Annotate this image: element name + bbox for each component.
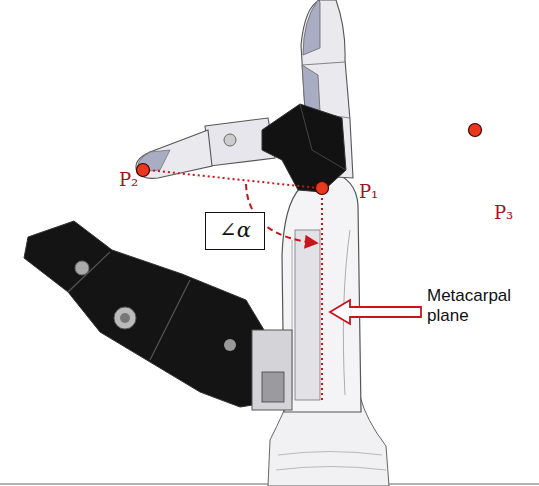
index-proximal-phalanx: [262, 104, 346, 192]
dotted-line: [321, 193, 323, 400]
point-label: P₂: [119, 170, 138, 190]
palm-mechanism: [295, 230, 320, 400]
thumb-joint-pin: [224, 339, 236, 351]
finger-shading: [302, 0, 320, 112]
point-marker: [469, 124, 482, 137]
pointer-arrow: [330, 300, 421, 324]
point-label: P₁: [359, 182, 378, 202]
index-distal-phalanx: [136, 130, 212, 178]
dotted-line: [148, 170, 318, 188]
thumb-base-mechanism: [252, 330, 292, 410]
angle-box: ∠α: [205, 212, 265, 250]
palm-housing: [282, 172, 361, 412]
wrist-contour: [276, 452, 386, 471]
point-label: P₃: [494, 203, 513, 223]
thumb-motor: [262, 372, 284, 402]
joint-pin: [224, 134, 236, 146]
phalanx-edge: [300, 104, 346, 170]
thumb-joint: [114, 307, 136, 329]
plane-label: Metacarpal plane: [427, 286, 527, 327]
thumb-joint: [75, 261, 89, 275]
thumb-joint-pin: [120, 313, 130, 323]
angle-symbol: ∠α: [219, 218, 251, 243]
thumb-joint-line: [68, 252, 190, 360]
point-marker: [137, 164, 150, 177]
point-marker: [316, 182, 329, 195]
